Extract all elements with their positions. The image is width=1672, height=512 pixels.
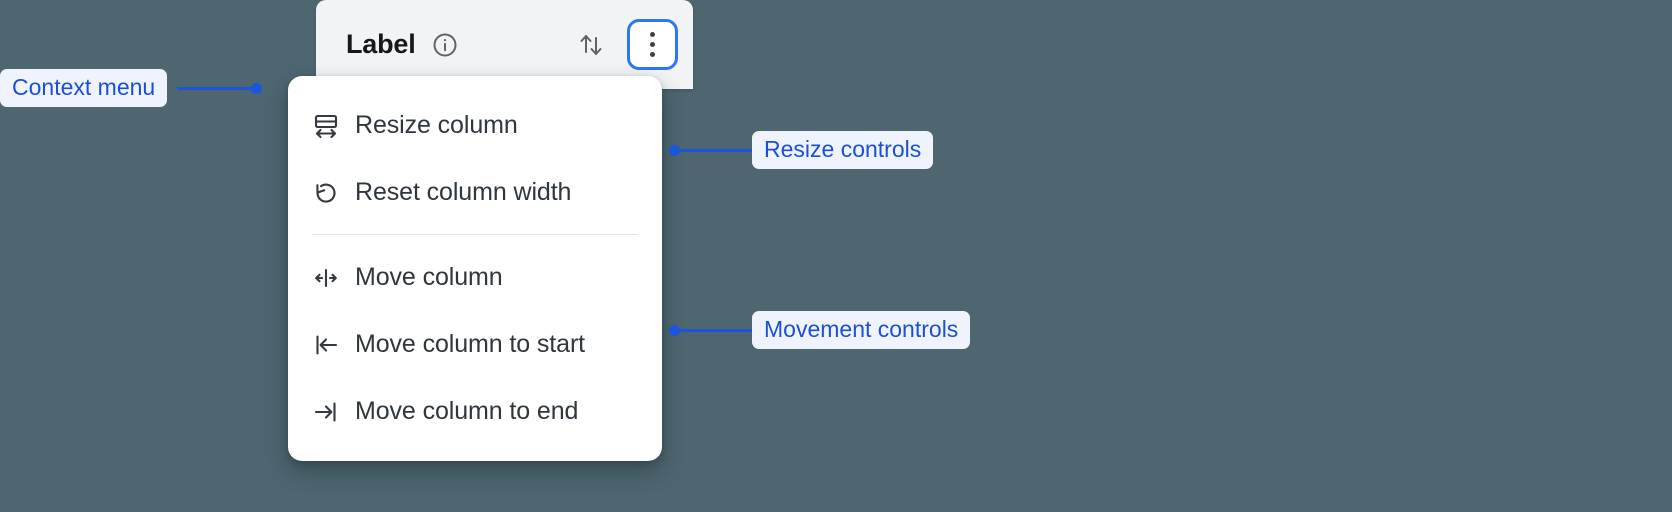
menu-item-label: Move column to start [355,330,586,358]
annotation-label: Resize controls [752,131,934,170]
annotation-connector [680,328,753,332]
menu-item-move-column-to-start[interactable]: Move column to start [288,311,662,378]
menu-item-label: Resize column [355,111,518,139]
page-title: Label [346,29,416,59]
resize-column-icon [310,110,342,142]
annotation-endpoint-dot [669,144,680,156]
kebab-dot [650,32,655,37]
annotation-endpoint-dot [669,324,680,336]
menu-item-move-column[interactable]: Move column [288,244,662,311]
menu-item-label: Move column to end [355,397,579,425]
annotation-endpoint-dot [251,82,263,94]
kebab-more-vertical-icon[interactable] [627,19,678,70]
move-to-start-icon [310,329,342,361]
column-header: Label [316,0,693,89]
annotation-label: Context menu [0,69,168,108]
annotation-context-menu: Context menu [0,69,263,108]
context-menu: Resize column Reset column width Move co… [288,76,662,461]
reset-undo-icon [310,177,342,209]
menu-item-label: Reset column width [355,178,572,206]
move-to-end-icon [310,396,342,428]
menu-item-resize-column[interactable]: Resize column [288,92,662,159]
annotation-resize-controls: Resize controls [669,131,934,170]
menu-divider [312,234,638,235]
menu-item-label: Move column [355,263,503,291]
annotation-connector [680,148,753,152]
menu-item-reset-column-width[interactable]: Reset column width [288,159,662,226]
annotation-movement-controls: Movement controls [669,311,971,350]
kebab-dot [650,42,655,47]
sort-up-down-icon[interactable] [574,28,608,62]
info-circle-icon[interactable] [431,31,459,59]
move-column-icon [310,262,342,294]
menu-item-move-column-to-end[interactable]: Move column to end [288,378,662,445]
annotation-label: Movement controls [752,311,971,350]
annotation-connector [177,86,253,90]
kebab-dot [650,52,655,57]
